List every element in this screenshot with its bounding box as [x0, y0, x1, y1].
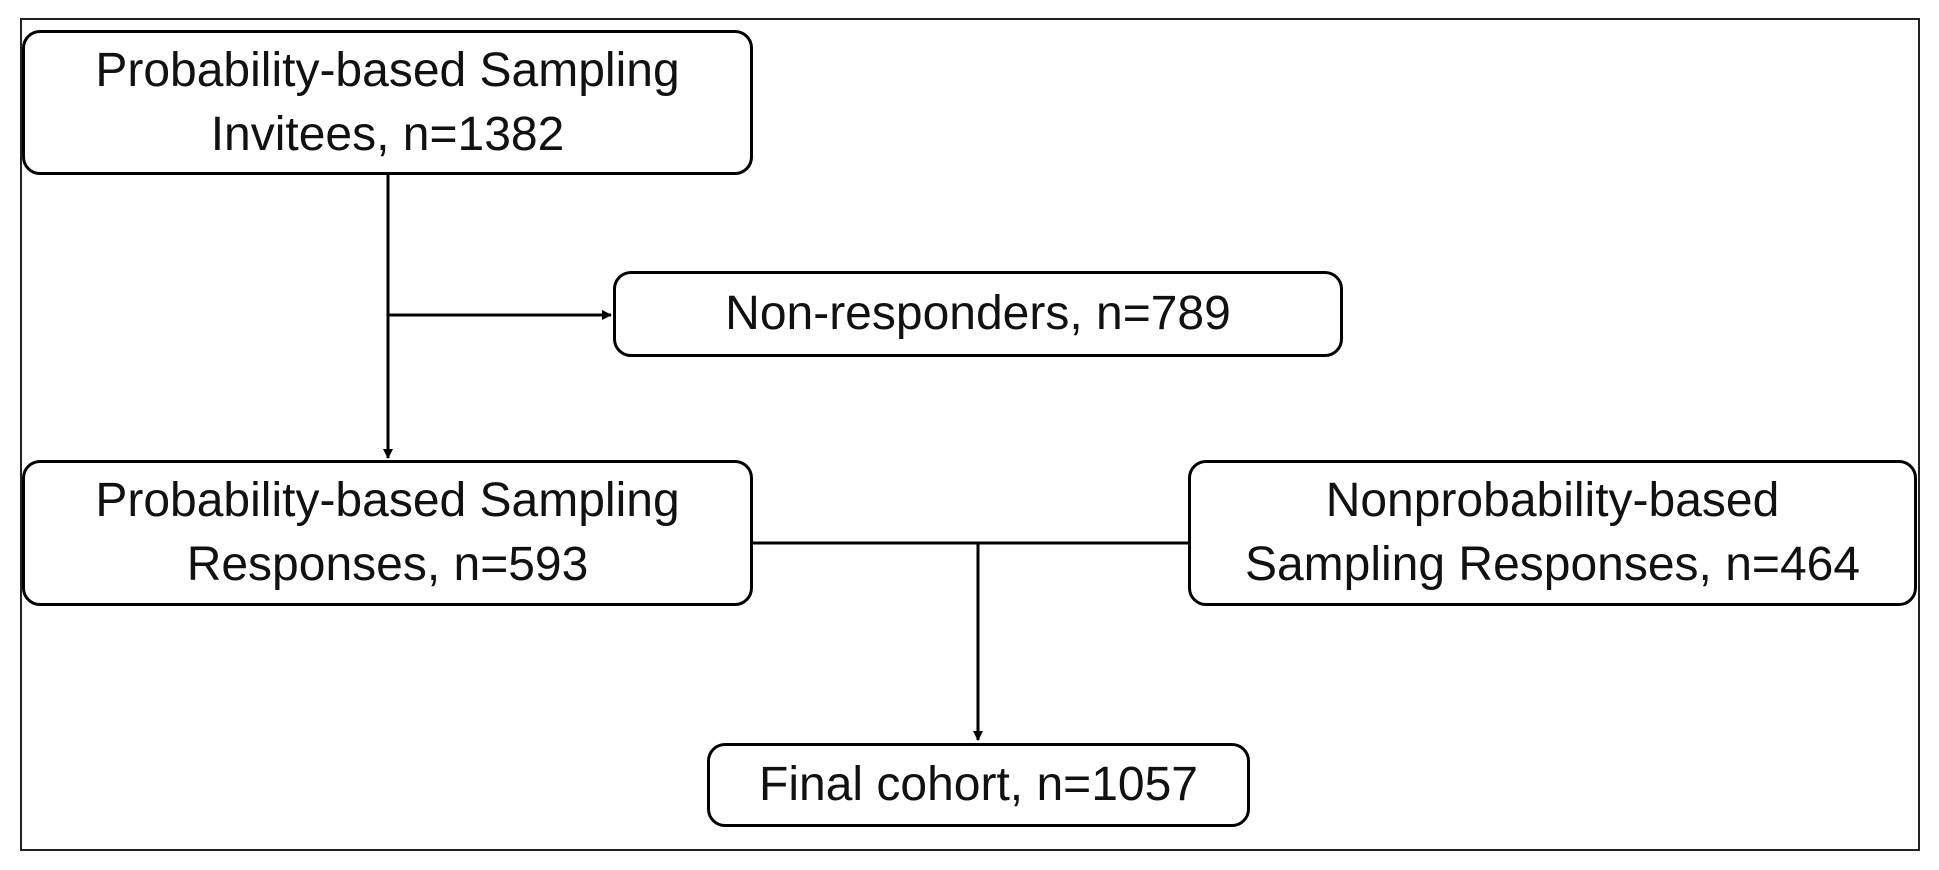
node-invitees-line2: Invitees, n=1382 [210, 107, 565, 161]
node-invitees: Probability-based Sampling Invitees, n=1… [22, 30, 753, 175]
node-prob-responses: Probability-based Sampling Responses, n=… [22, 460, 753, 606]
node-nonprob-responses: Nonprobability-based Sampling Responses,… [1188, 460, 1917, 606]
node-prob-responses-line1: Probability-based Sampling [95, 474, 680, 527]
node-nonprob-responses-line1: Nonprobability-based [1325, 474, 1780, 527]
node-final-cohort: Final cohort, n=1057 [707, 743, 1250, 827]
node-final-cohort-line1: Final cohort, n=1057 [759, 758, 1198, 811]
node-prob-responses-line2: Responses, n=593 [186, 538, 589, 591]
diagram-frame [20, 18, 1920, 851]
node-non-responders: Non-responders, n=789 [613, 271, 1343, 357]
node-invitees-line1: Probability-based Sampling [95, 43, 680, 97]
node-nonprob-responses-line2: Sampling Responses, n=464 [1244, 538, 1861, 591]
node-non-responders-line1: Non-responders, n=789 [725, 287, 1231, 340]
